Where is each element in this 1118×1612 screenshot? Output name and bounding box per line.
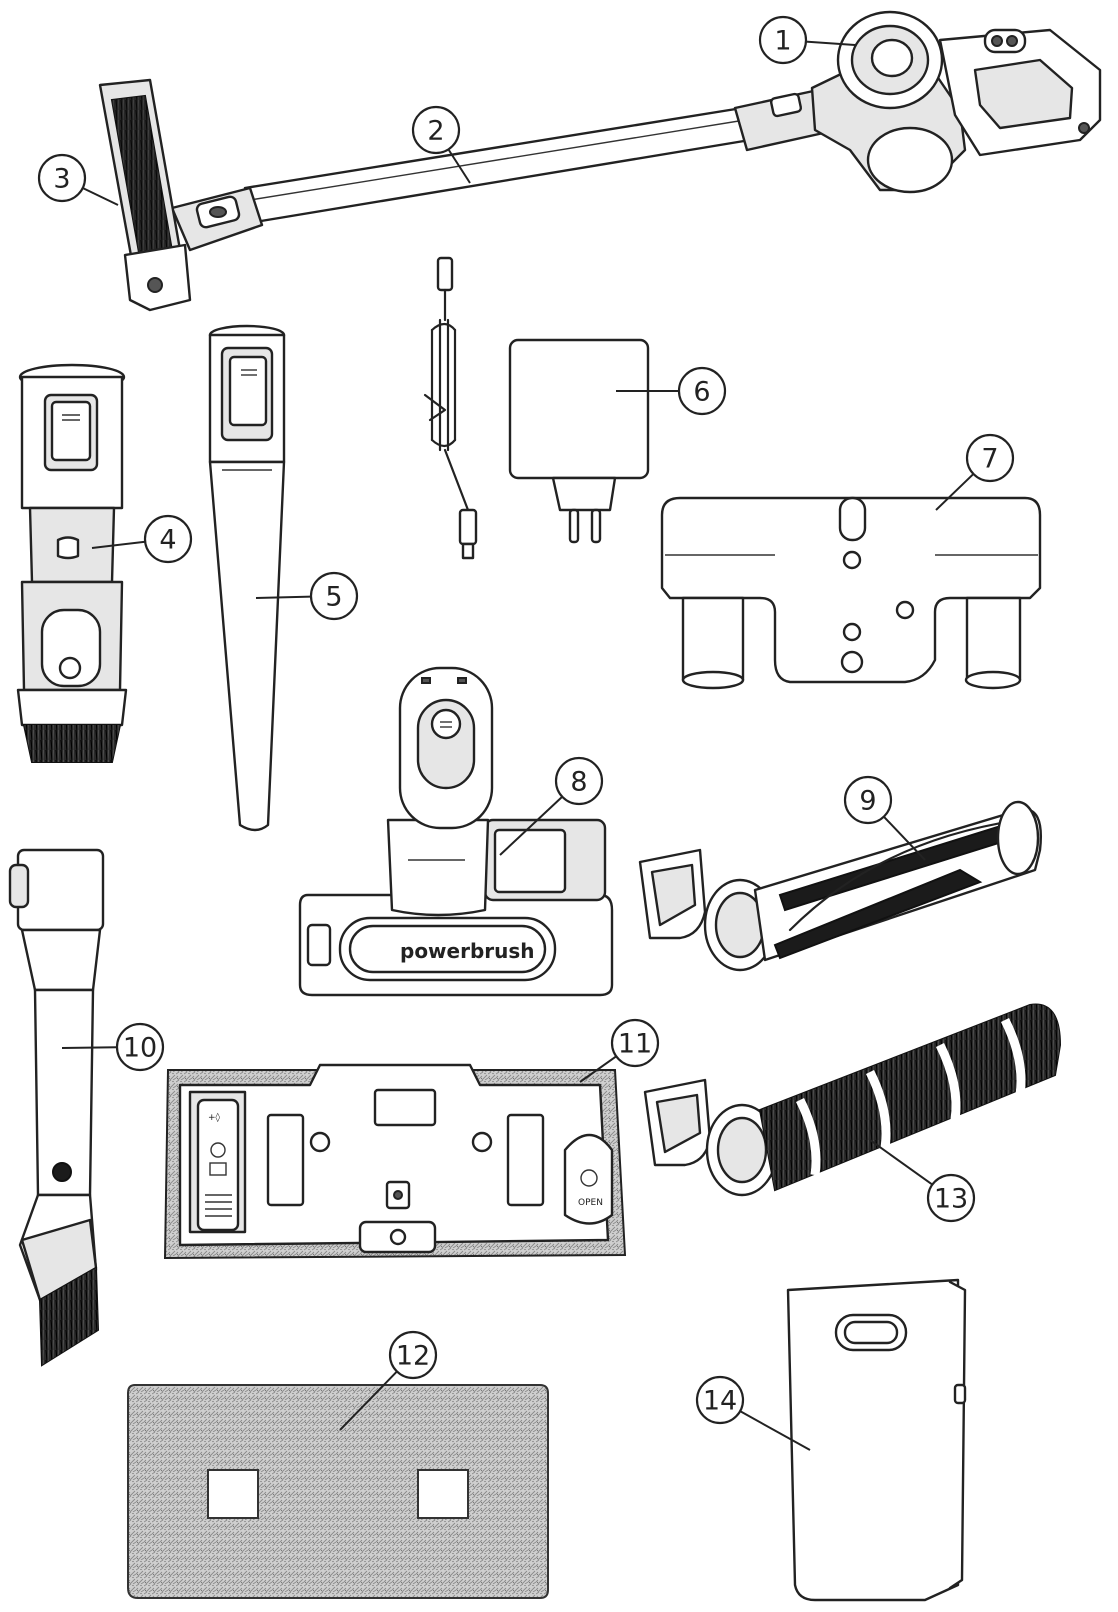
callout-leader-13 [869,1139,933,1186]
callout-circle-14 [695,1375,745,1425]
callout-leader-5 [255,595,312,599]
callout-leader-14 [739,1410,811,1451]
powerbrush-mini-turbo: powerbrush [298,666,614,997]
callout-leader-9 [883,815,926,861]
callout-circle-6 [677,366,727,416]
callout-leader-7 [935,473,975,511]
callout-circle-13 [926,1173,976,1223]
callout-circle-1 [758,15,808,65]
dusting-brush [16,363,128,763]
powerbrush-label: powerbrush [400,939,535,963]
callout-number-2: 2 [427,116,444,147]
callout-number-13: 13 [934,1184,968,1215]
callout-number-11: 11 [618,1029,652,1060]
charger-and-cable [423,256,650,560]
callout-number-12: 12 [396,1341,430,1372]
callout-circle-4 [143,514,193,564]
callout-number-14: 14 [703,1386,737,1417]
callout-circle-10 [115,1022,165,1072]
container-cover [786,1278,967,1602]
extension-nozzle [208,324,286,832]
callout-number-6: 6 [693,377,710,408]
stick-vacuum-assembly [98,10,1102,312]
open-label: OPEN [578,1198,603,1208]
callout-circle-5 [309,571,359,621]
water-drop-symbol: +◊ [208,1112,221,1123]
callout-circle-11 [610,1018,660,1068]
mop-module: +◊ OPEN [163,1063,627,1260]
callout-leader-8 [499,795,563,856]
callout-leader-11 [579,1055,617,1083]
callout-leader-12 [339,1370,398,1431]
callout-circle-2 [411,105,461,155]
callout-circle-3 [37,153,87,203]
callout-leader-2 [447,148,471,184]
brush-roller [638,800,1042,972]
mop-pad [127,1384,549,1599]
callout-number-7: 7 [981,444,998,475]
callout-circle-8 [554,756,604,806]
callout-circle-12 [388,1330,438,1380]
callout-leader-10 [61,1046,118,1049]
callout-number-8: 8 [570,767,587,798]
callout-leader-1 [805,40,856,46]
callout-number-3: 3 [53,164,70,195]
callout-leader-4 [91,540,146,549]
callout-number-1: 1 [774,26,791,57]
wall-mount [660,496,1042,690]
callout-circle-9 [843,775,893,825]
callout-number-10: 10 [123,1033,157,1064]
crevice-tool [8,848,105,1367]
callout-number-5: 5 [325,582,342,613]
callout-circle-7 [965,433,1015,483]
hard-floor-roller [643,1003,1062,1197]
callout-leader-3 [82,187,119,206]
callout-number-9: 9 [859,786,876,817]
callout-number-4: 4 [159,525,176,556]
